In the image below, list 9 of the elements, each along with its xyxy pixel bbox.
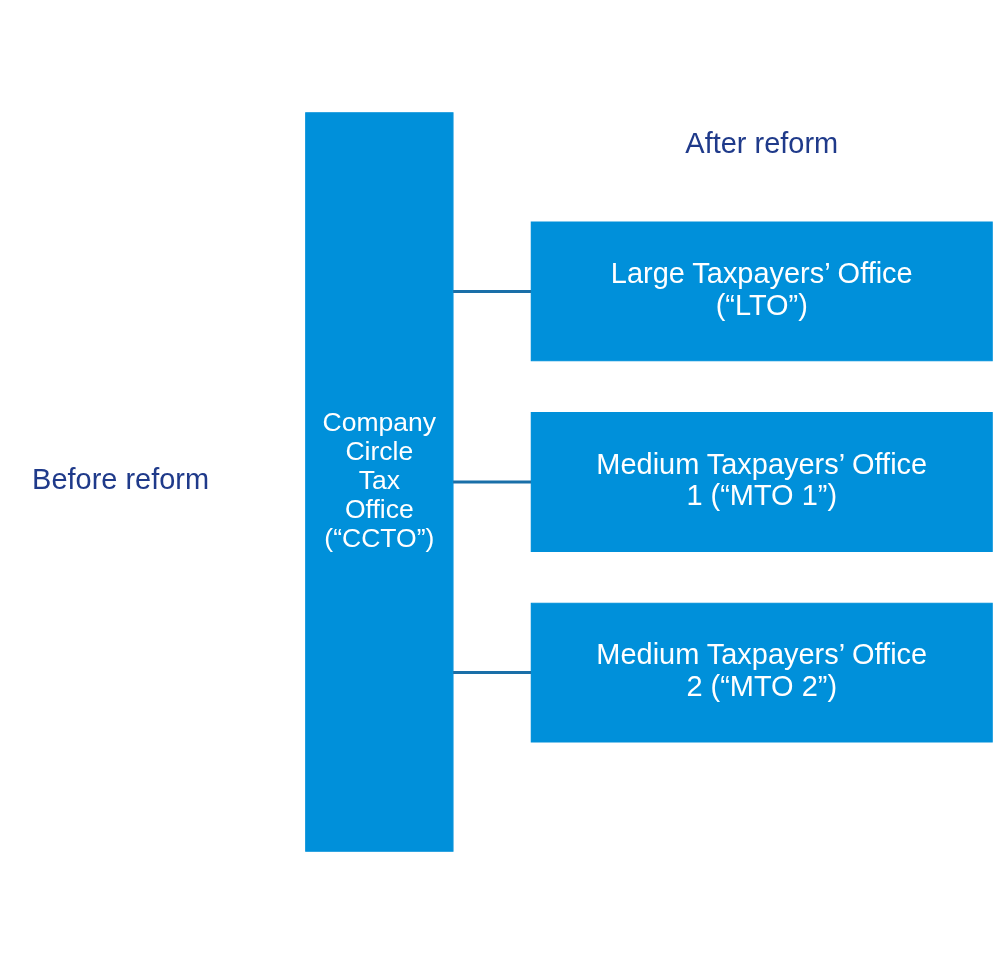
connector [452, 670, 531, 674]
node-box: Medium Taxpayers’ Office 1 (“MTO 1”) [530, 411, 993, 552]
label: After reform [684, 126, 838, 159]
node-box: Large Taxpayers’ Office (“LTO”) [530, 220, 993, 361]
label: Before reform [31, 462, 209, 495]
node-box: Medium Taxpayers’ Office 2 (“MTO 2”) [530, 602, 993, 743]
connector [452, 289, 531, 293]
connector [452, 480, 531, 483]
node-box: Company Circle Tax Office (“CCTO”) [304, 111, 454, 852]
